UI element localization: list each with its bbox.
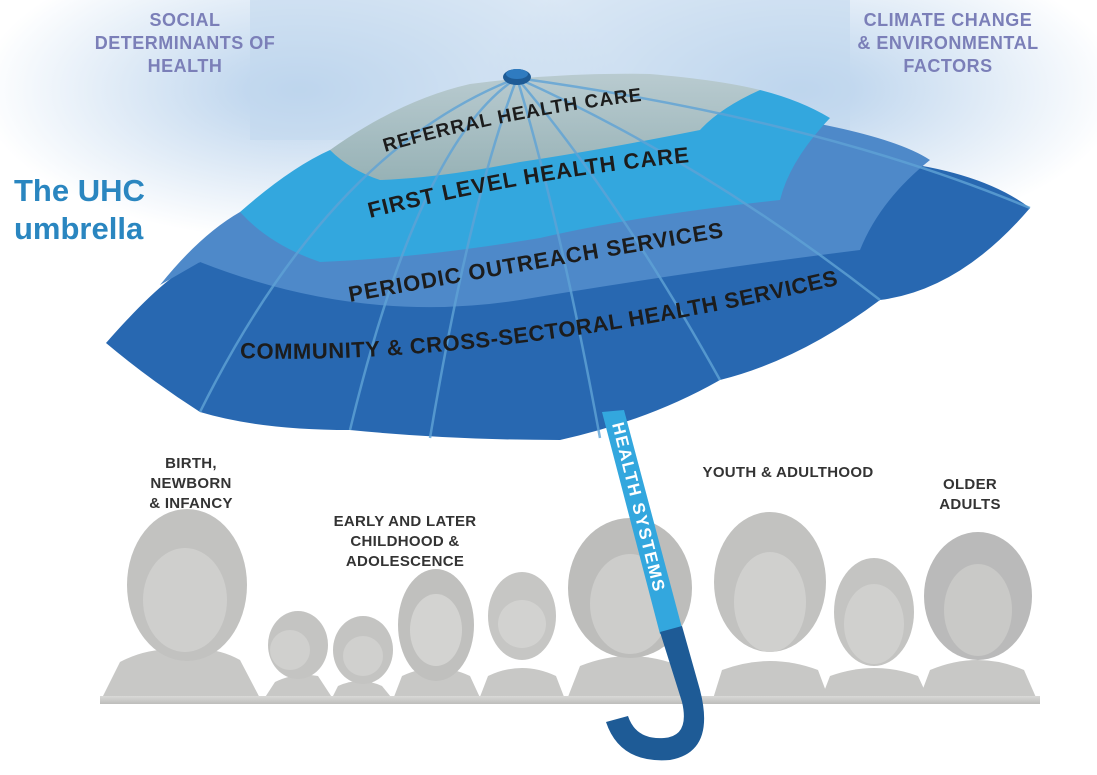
climate-change-label: CLIMATE CHANGE & ENVIRONMENTAL FACTORS — [857, 10, 1039, 76]
page-title: The UHC umbrella — [14, 173, 145, 246]
group-label-birth: BIRTH, NEWBORN & INFANCY — [149, 455, 233, 512]
group-label-youth: YOUTH & ADULTHOOD — [702, 464, 874, 481]
umbrella-ribs — [198, 76, 1031, 439]
group-label-childhood: EARLY AND LATER CHILDHOOD & ADOLESCENCE — [333, 513, 477, 570]
group-label-older: OLDER ADULTS — [939, 476, 1001, 513]
umbrella-canopy — [106, 69, 1031, 440]
population-silhouettes — [100, 509, 1040, 704]
social-determinants-label: SOCIAL DETERMINANTS OF HEALTH — [94, 10, 276, 76]
